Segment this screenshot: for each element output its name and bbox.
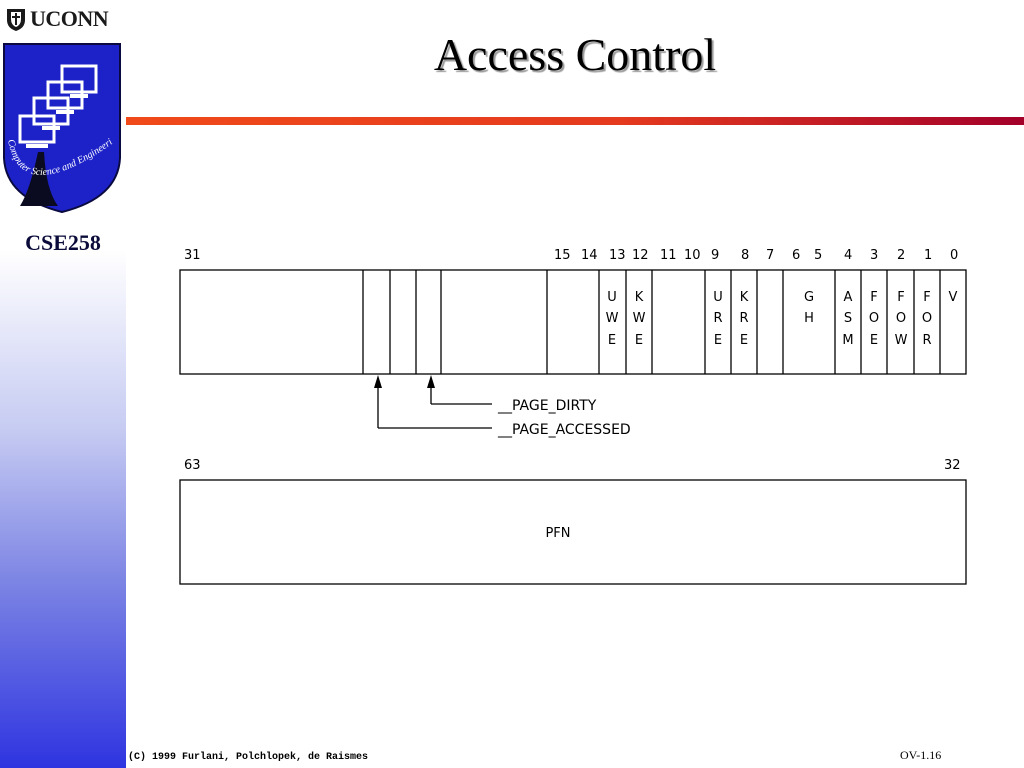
bit-label-2: 2 bbox=[897, 248, 905, 263]
field-uwe: U W E bbox=[606, 290, 619, 348]
page-accessed-arrowhead bbox=[374, 375, 382, 388]
bit-label-1: 1 bbox=[924, 248, 932, 263]
field-ure-line-2: R bbox=[713, 311, 722, 326]
field-v-line-1: V bbox=[949, 290, 958, 305]
field-for: F O R bbox=[922, 290, 932, 348]
bit-label-14: 14 bbox=[581, 248, 598, 263]
field-for-line-1: F bbox=[923, 290, 930, 305]
field-kre-line-1: K bbox=[740, 290, 749, 305]
field-ure-line-1: U bbox=[713, 290, 723, 305]
field-kwe-line-1: K bbox=[635, 290, 644, 305]
title-divider bbox=[126, 117, 1024, 125]
page-table-entry-diagram: 31 15 14 13 12 11 10 9 8 7 6 5 4 3 2 1 0 bbox=[179, 248, 967, 585]
field-asm-line-1: A bbox=[844, 290, 853, 305]
field-uwe-line-3: E bbox=[608, 333, 616, 348]
field-for-line-2: O bbox=[922, 311, 932, 326]
page-dirty-label: __PAGE_DIRTY bbox=[497, 398, 597, 414]
low-word-dividers bbox=[362, 270, 941, 374]
field-uwe-line-1: U bbox=[607, 290, 617, 305]
low-word-box bbox=[179, 269, 967, 375]
cse-emblem-icon: Computer Science and Engineering bbox=[0, 40, 121, 214]
footer-copyright: (C) 1999 Furlani, Polchlopek, de Raismes bbox=[128, 752, 369, 763]
field-fow-line-2: O bbox=[896, 311, 906, 326]
field-asm-line-3: M bbox=[842, 333, 853, 348]
field-kwe: K W E bbox=[633, 290, 646, 348]
slide-title: Access Control bbox=[433, 29, 717, 80]
bit-label-4: 4 bbox=[844, 248, 852, 263]
field-asm: A S M bbox=[842, 290, 853, 348]
field-foe-line-3: E bbox=[870, 333, 878, 348]
field-foe-line-1: F bbox=[870, 290, 877, 305]
bit-label-7: 7 bbox=[766, 248, 774, 263]
bit-label-0: 0 bbox=[950, 248, 958, 263]
pfn-label: PFN bbox=[545, 526, 570, 541]
high-word-register: 63 32 PFN bbox=[179, 458, 967, 585]
high-word-box bbox=[179, 479, 967, 585]
field-fow-line-1: F bbox=[897, 290, 904, 305]
field-fow-line-3: W bbox=[895, 333, 908, 348]
field-kre-line-3: E bbox=[740, 333, 748, 348]
bit-label-5: 5 bbox=[814, 248, 822, 263]
low-word-bit-labels: 31 15 14 13 12 11 10 9 8 7 6 5 4 3 2 1 0 bbox=[184, 248, 958, 263]
field-uwe-line-2: W bbox=[606, 311, 619, 326]
field-gh-line-2: H bbox=[804, 311, 814, 326]
field-foe: F O E bbox=[869, 290, 879, 348]
field-fow: F O W bbox=[895, 290, 908, 348]
field-kwe-line-2: W bbox=[633, 311, 646, 326]
bit-label-10: 10 bbox=[684, 248, 701, 263]
page-dirty-arrowhead bbox=[427, 375, 435, 388]
bit-label-13: 13 bbox=[609, 248, 626, 263]
low-word-register: 31 15 14 13 12 11 10 9 8 7 6 5 4 3 2 1 0 bbox=[179, 248, 967, 375]
bit-label-9: 9 bbox=[711, 248, 719, 263]
field-for-line-3: R bbox=[922, 333, 931, 348]
uconn-logo: UCONN bbox=[4, 4, 122, 34]
bit-label-32: 32 bbox=[944, 458, 961, 473]
uconn-logo-text: UCONN bbox=[30, 6, 109, 31]
course-code: CSE258 bbox=[25, 230, 101, 255]
field-v: V bbox=[949, 290, 958, 305]
bit-label-31: 31 bbox=[184, 248, 201, 263]
bit-label-8: 8 bbox=[741, 248, 749, 263]
slide-number: OV-1.16 bbox=[900, 748, 942, 762]
uconn-seal-icon bbox=[7, 9, 25, 31]
bit-label-3: 3 bbox=[870, 248, 878, 263]
field-ure-line-3: E bbox=[714, 333, 722, 348]
field-ure: U R E bbox=[713, 290, 723, 348]
bit-label-15: 15 bbox=[554, 248, 571, 263]
field-kwe-line-3: E bbox=[635, 333, 643, 348]
bit-label-63: 63 bbox=[184, 458, 201, 473]
page-accessed-label: __PAGE_ACCESSED bbox=[497, 422, 631, 438]
pointer-arrows: __PAGE_DIRTY __PAGE_ACCESSED bbox=[374, 375, 631, 438]
bit-label-12: 12 bbox=[632, 248, 649, 263]
bit-label-6: 6 bbox=[792, 248, 800, 263]
field-kre: K R E bbox=[739, 290, 748, 348]
sidebar: UCONN Computer Science and Engineering C… bbox=[0, 0, 126, 768]
field-kre-line-2: R bbox=[739, 311, 748, 326]
field-gh-line-1: G bbox=[804, 290, 814, 305]
field-asm-line-2: S bbox=[844, 311, 852, 326]
bit-label-11: 11 bbox=[660, 248, 677, 263]
field-gh: G H bbox=[804, 290, 814, 326]
field-foe-line-2: O bbox=[869, 311, 879, 326]
